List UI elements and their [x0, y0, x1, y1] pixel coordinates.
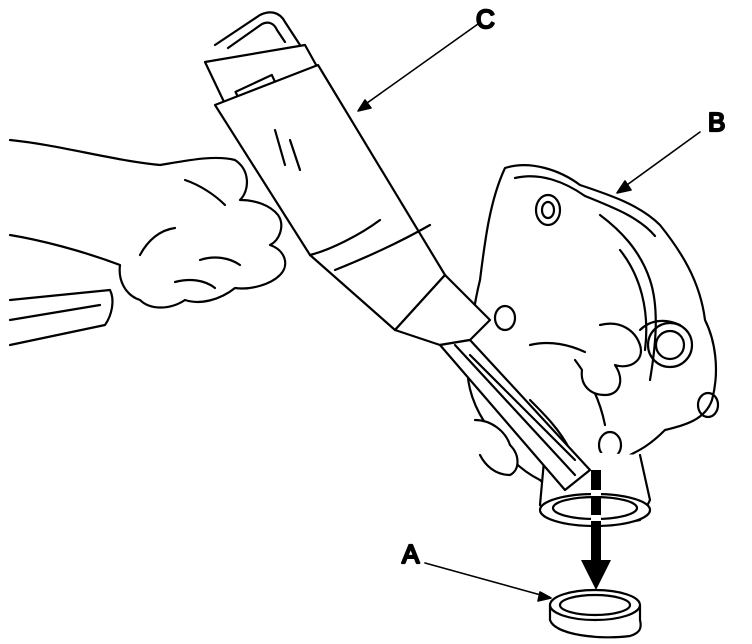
callout-label-b: B: [708, 107, 725, 137]
callout-label-a: A: [402, 539, 420, 569]
install-direction-arrow: [581, 470, 611, 590]
leader-line-a: [424, 562, 549, 598]
oil-seal-part-a: [548, 588, 642, 639]
technician-hands: [8, 138, 643, 477]
seal-driver-tool-part-c: [203, 11, 592, 492]
callout-label-c: C: [476, 4, 495, 34]
leader-line-c: [359, 23, 479, 109]
leader-line-b: [619, 131, 701, 191]
callout-leaders: [357, 23, 701, 602]
